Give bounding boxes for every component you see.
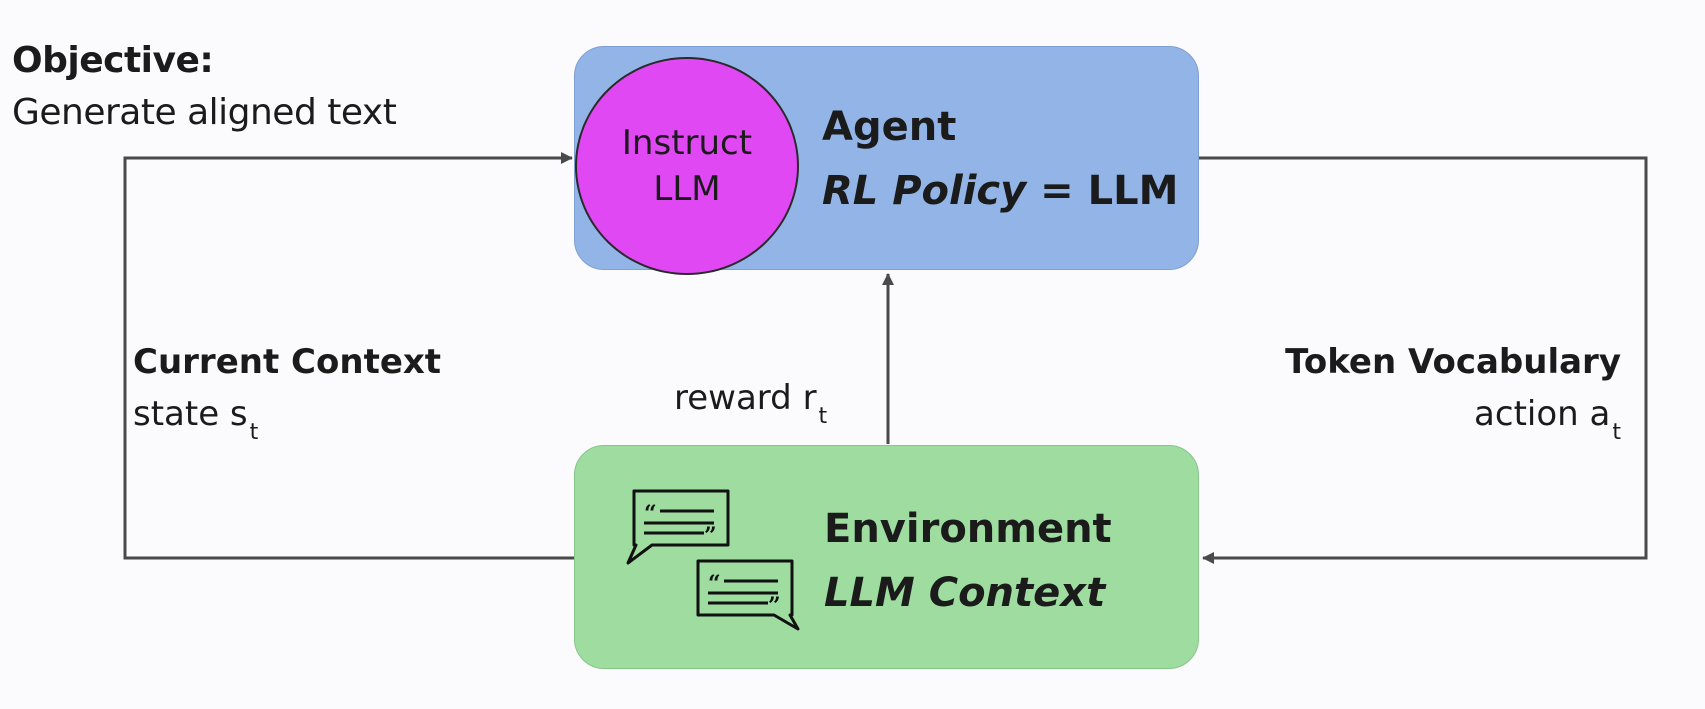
state-arrow <box>123 152 574 560</box>
svg-text:”: ” <box>704 523 717 549</box>
objective-title: Objective: <box>12 40 214 81</box>
state-label: Current Context <box>133 342 442 382</box>
environment-title: Environment <box>824 506 1112 552</box>
state-variable: state st <box>133 394 258 445</box>
svg-text:“: “ <box>644 501 657 527</box>
instruct-llm-circle: Instruct LLM <box>575 57 799 275</box>
action-variable: action at <box>1474 394 1621 445</box>
circle-label-line1: Instruct <box>621 123 753 163</box>
action-var-text: action a <box>1474 394 1611 434</box>
svg-text:“: “ <box>708 571 721 597</box>
environment-box <box>574 445 1199 669</box>
action-label: Token Vocabulary <box>1285 342 1621 382</box>
state-var-text: state s <box>133 394 248 434</box>
reward-variable: reward rt <box>674 378 827 429</box>
chat-bubbles-icon: “ ” “ ” <box>626 489 800 631</box>
circle-label-line2: LLM <box>653 169 721 209</box>
policy-label: RL Policy <box>822 168 1027 214</box>
objective-text: Generate aligned text <box>12 92 397 133</box>
state-var-sub: t <box>249 420 259 445</box>
environment-subtitle: LLM Context <box>824 570 1106 616</box>
reward-var-text: reward r <box>674 378 817 418</box>
agent-title: Agent <box>822 104 957 150</box>
svg-text:”: ” <box>768 593 781 619</box>
action-var-sub: t <box>1612 420 1621 445</box>
reward-var-sub: t <box>818 404 828 429</box>
action-arrow <box>1199 156 1648 564</box>
agent-policy: RL Policy = LLM <box>822 168 1178 214</box>
policy-equals: = LLM <box>1026 168 1179 214</box>
